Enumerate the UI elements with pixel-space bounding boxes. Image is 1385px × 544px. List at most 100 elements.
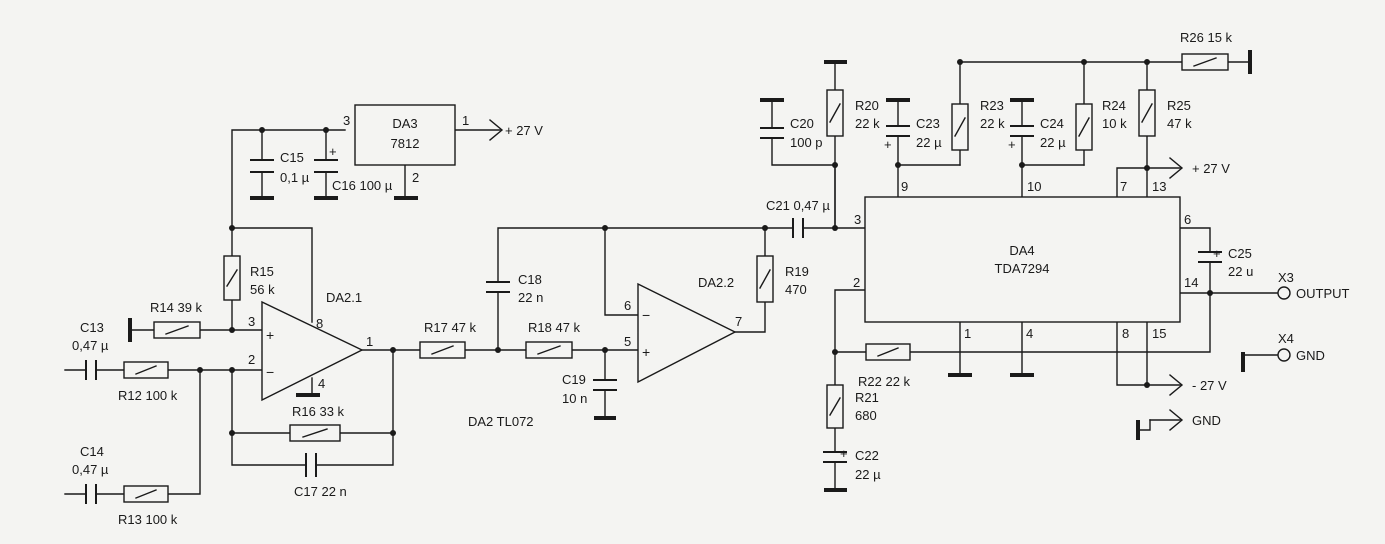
r23-label: R23 (980, 98, 1004, 113)
c23-value: 22 µ (916, 135, 942, 150)
da2-2-pin-out: 7 (735, 314, 742, 329)
capacitor-c19: C19 10 n (562, 372, 617, 406)
r24-value: 10 k (1102, 116, 1127, 131)
opamp-da2-2: − + 6 5 7 DA2.2 (624, 275, 742, 384)
minus27-arrow-icon (1169, 374, 1184, 396)
c16-label: C16 100 µ (332, 178, 393, 193)
da2-label: DA2 TL072 (468, 414, 534, 429)
resistor-r20: R20 22 k (826, 89, 880, 137)
rail-minus27: - 27 V (1169, 374, 1227, 396)
connector-x3: X3 OUTPUT (1277, 270, 1350, 301)
da2-2-name: DA2.2 (698, 275, 734, 290)
capacitor-c16: + C16 100 µ (314, 144, 393, 193)
da2-1-body (261, 300, 364, 402)
r25-value: 47 k (1167, 116, 1192, 131)
da3-name: DA3 (392, 116, 417, 131)
da2-2-plus-sign: + (642, 344, 650, 360)
ic-da3: DA3 7812 3 1 2 + 27 V (343, 104, 543, 185)
c23-label: C23 (916, 116, 940, 131)
resistor-r23: R23 22 k (951, 98, 1005, 151)
da4-pin-7: 7 (1120, 179, 1127, 194)
gnd-arrow-icon (1169, 409, 1184, 431)
c23-plus-sign: + (884, 137, 892, 152)
r20-value: 22 k (855, 116, 880, 131)
r21-value: 680 (855, 408, 877, 423)
capacitor-c15: C15 0,1 µ (250, 150, 310, 185)
resistor-r14: R14 39 k (150, 300, 203, 339)
c18-label: C18 (518, 272, 542, 287)
connector-x4: X4 GND (1277, 331, 1325, 363)
da4-pin-10: 10 (1027, 179, 1041, 194)
da2-2-pin-plus: 5 (624, 334, 631, 349)
capacitor-c23: + C23 22 µ (884, 116, 942, 152)
x4-terminal-icon (1277, 348, 1291, 362)
da2-1-pin-minus: 2 (248, 352, 255, 367)
r20-label: R20 (855, 98, 879, 113)
da4-pin-1: 1 (964, 326, 971, 341)
rail-plus27-label: + 27 V (1192, 161, 1230, 176)
r23-value: 22 k (980, 116, 1005, 131)
r17-label: R17 47 k (424, 320, 477, 335)
resistor-r21: R21 680 (826, 384, 879, 429)
da2-2-body (637, 282, 737, 384)
c22-label: C22 (855, 448, 879, 463)
x3-terminal-icon (1277, 286, 1291, 300)
c22-value: 22 µ (855, 467, 881, 482)
plus27-arrow-icon (1169, 157, 1184, 179)
c16-plus-sign: + (329, 144, 337, 159)
x4-label: GND (1296, 348, 1325, 363)
c18-value: 22 n (518, 290, 543, 305)
resistor-r15: R15 56 k (223, 255, 275, 301)
r22-label: R22 22 k (858, 374, 911, 389)
c25-label: C25 (1228, 246, 1252, 261)
r15-value: 56 k (250, 282, 275, 297)
c14-label: C14 (80, 444, 104, 459)
r14-label: R14 39 k (150, 300, 203, 315)
c25-value: 22 u (1228, 264, 1253, 279)
resistor-r19: R19 470 (756, 255, 809, 303)
da4-pin-15: 15 (1152, 326, 1166, 341)
r26-label: R26 15 k (1180, 30, 1233, 45)
da2-1-pin-vee: 4 (318, 376, 325, 391)
rail-plus27: + 27 V (1169, 157, 1230, 179)
da2-1-name: DA2.1 (326, 290, 362, 305)
da4-body (864, 196, 1181, 323)
da2-1-pin-vcc: 8 (316, 316, 323, 331)
c13-value: 0,47 µ (72, 338, 109, 353)
x3-label: OUTPUT (1296, 286, 1350, 301)
resistor-r26: R26 15 k (1180, 30, 1233, 71)
resistor-r22: R22 22 k (858, 343, 911, 389)
da4-name: DA4 (1009, 243, 1034, 258)
da4-pin-9: 9 (901, 179, 908, 194)
da2-1-minus-sign: − (266, 364, 274, 380)
rail-gnd: GND (1137, 409, 1221, 431)
c19-value: 10 n (562, 391, 587, 406)
capacitor-c14: C14 0,47 µ (72, 444, 109, 504)
c13-label: C13 (80, 320, 104, 335)
capacitor-c17: C17 22 n (294, 453, 347, 499)
c20-value: 100 p (790, 135, 823, 150)
x3-name: X3 (1278, 270, 1294, 285)
da3-pin-out: 1 (462, 113, 469, 128)
r15-label: R15 (250, 264, 274, 279)
da4-pin-6: 6 (1184, 212, 1191, 227)
c24-label: C24 (1040, 116, 1064, 131)
c25-plus-sign: + (1213, 246, 1221, 261)
da4-pin-2: 2 (853, 275, 860, 290)
junctions (197, 59, 1213, 436)
resistor-r17: R17 47 k (419, 320, 477, 359)
c20-label: C20 (790, 116, 814, 131)
c14-value: 0,47 µ (72, 462, 109, 477)
da2-1-pin-out: 1 (366, 334, 373, 349)
da4-pin-14: 14 (1184, 275, 1198, 290)
resistor-r18: R18 47 k (525, 320, 581, 359)
resistor-r24: R24 10 k (1075, 98, 1127, 151)
da4-pin-13: 13 (1152, 179, 1166, 194)
da4-pin-3: 3 (854, 212, 861, 227)
x4-name: X4 (1278, 331, 1294, 346)
da2-1-plus-sign: + (266, 327, 274, 343)
r16-label: R16 33 k (292, 404, 345, 419)
c15-label: C15 (280, 150, 304, 165)
da3-pin-gnd: 2 (412, 170, 419, 185)
